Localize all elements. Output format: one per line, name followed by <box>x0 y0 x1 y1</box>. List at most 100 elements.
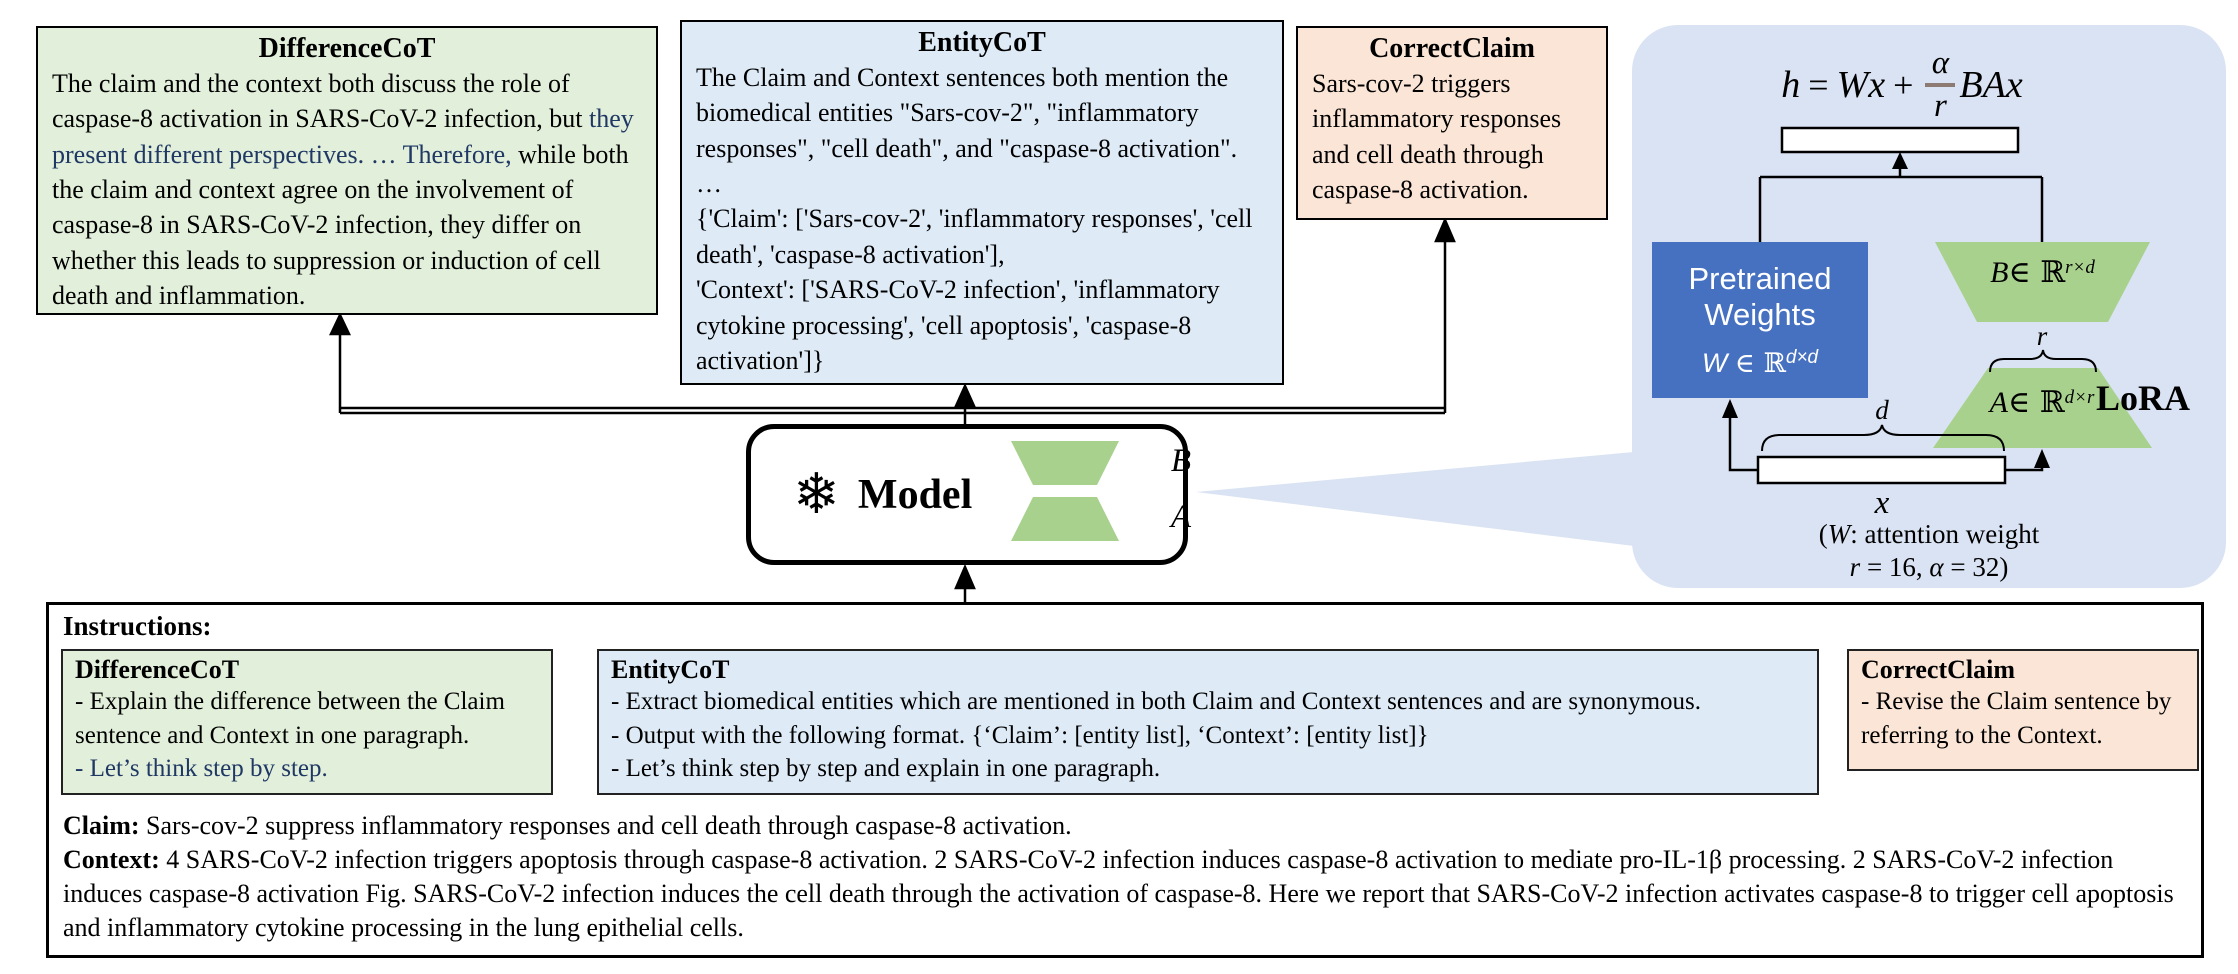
entity-cot-body: The Claim and Context sentences both men… <box>682 59 1282 384</box>
eq-bax: BAx <box>1959 64 2023 106</box>
arrow-to-output-bar <box>1892 152 1908 169</box>
b-sup: r×d <box>2065 256 2095 278</box>
model-box: ❄ Model B A <box>746 424 1191 565</box>
lora-panel: h = Wx + α r BAx Pretrained Weights W ∈ … <box>1632 25 2226 588</box>
difference-cot-title: DifferenceCoT <box>258 33 436 64</box>
difference-cot-box: DifferenceCoT The claim and the context … <box>36 26 658 315</box>
arrow-to-a-matrix <box>2034 449 2050 468</box>
input-vector-bar <box>1756 455 2007 485</box>
model-lora-adapters: B A <box>1007 439 1191 555</box>
eq-h: h <box>1781 64 1801 106</box>
claim-text: Sars-cov-2 suppress inflammatory respons… <box>146 811 1072 840</box>
correct-claim-instruction-box: CorrectClaim - Revise the Claim sentence… <box>1847 649 2199 771</box>
entity-cot-title: EntityCoT <box>918 27 1046 58</box>
b-matrix-label: B∈ ℝr×d <box>1935 255 2150 290</box>
w-member: ∈ ℝ <box>1734 348 1786 380</box>
b-member: ∈ ℝ <box>2008 255 2066 290</box>
snowflake-icon: ❄ <box>793 461 840 527</box>
correct-instruction-title: CorrectClaim <box>1861 655 2016 684</box>
arrow-to-pretrained <box>1722 399 1738 418</box>
entity-cot-instruction-box: EntityCoT - Extract biomedical entities … <box>597 649 1819 795</box>
lora-title: LoRA <box>2096 378 2191 418</box>
claim-label: Claim: <box>63 811 140 840</box>
claim-sentence: Claim: Sars-cov-2 suppress inflammatory … <box>63 809 2187 843</box>
arrow-to-entity-cot <box>954 382 976 424</box>
r-brace <box>1989 349 2097 373</box>
eq-r: r <box>1934 88 1947 124</box>
lora-caption-line1: (W: attention weight <box>1632 519 2226 550</box>
eq-fraction: α r <box>1925 45 1956 124</box>
model-label: Model <box>857 471 973 518</box>
model-b-label: B <box>1170 443 1192 479</box>
output-vector-bar <box>1780 126 2020 154</box>
a-sup: d×r <box>2064 386 2095 408</box>
entity-cot-line2: {'Claim': ['Sars-cov-2', 'inflammatory r… <box>696 204 1253 269</box>
entity-cot-line3: 'Context': ['SARS-CoV-2 infection', 'inf… <box>696 275 1220 375</box>
d-dimension-label: d <box>1875 395 1889 425</box>
pretrained-weights-box: Pretrained Weights W ∈ ℝd×d <box>1652 242 1868 398</box>
difference-instruction-line2: - Let’s think step by step. <box>75 755 328 782</box>
w-var: W <box>1701 348 1728 379</box>
lora-caption-line2: r = 16, α = 32) <box>1632 552 2226 583</box>
arrow-to-correct-claim <box>1434 216 1456 413</box>
caption-alpha-value: = 32) <box>1943 552 2009 582</box>
difference-cot-text-before: The claim and the context both discuss t… <box>52 69 590 134</box>
correct-claim-box: CorrectClaim Sars-cov-2 triggers inflamm… <box>1296 26 1608 220</box>
fraction-bar <box>1925 83 1956 87</box>
correct-claim-text: Sars-cov-2 triggers inflammatory respons… <box>1312 69 1562 205</box>
pretrained-line1: Pretrained <box>1688 260 1832 296</box>
difference-cot-text-highlighted: they present different perspectives. … T… <box>52 104 634 169</box>
entity-instruction-line3: - Let’s think step by step and explain i… <box>611 755 1161 782</box>
eq-plus: + <box>1893 65 1914 105</box>
entity-cot-ellipsis: … <box>696 169 722 199</box>
context-label: Context: <box>63 845 160 874</box>
caption-r-value: = 16, <box>1860 552 1930 582</box>
correct-claim-title: CorrectClaim <box>1369 33 1535 64</box>
entity-cot-line1: The Claim and Context sentences both men… <box>696 63 1238 163</box>
caption-w: W <box>1827 519 1851 549</box>
x-input-label: x <box>1874 485 1890 521</box>
difference-cot-body: The claim and the context both discuss t… <box>38 65 656 320</box>
caption-open-paren: ( <box>1818 519 1828 549</box>
model-b-trapezoid <box>1011 441 1119 485</box>
caption-rest: : attention weight <box>1850 519 2040 549</box>
correct-instruction-text: - Revise the Claim sentence by referring… <box>1861 688 2172 749</box>
instructions-panel: Instructions: DifferenceCoT - Explain th… <box>46 602 2204 958</box>
eq-equals: = <box>1808 65 1829 105</box>
b-var: B <box>1990 256 2009 289</box>
entity-instruction-line2: - Output with the following format. {‘Cl… <box>611 721 1429 749</box>
difference-cot-instruction-box: DifferenceCoT - Explain the difference b… <box>61 649 553 795</box>
entity-cot-box: EntityCoT The Claim and Context sentence… <box>680 20 1284 385</box>
difference-cot-text-after: while both the claim and context agree o… <box>52 139 629 311</box>
a-var: A <box>1989 386 2008 419</box>
caption-r: r <box>1849 552 1861 582</box>
arrow-to-difference-cot <box>329 312 351 413</box>
lora-diagram-shapes <box>1722 126 2152 485</box>
difference-instruction-line1: - Explain the difference between the Cla… <box>75 688 505 749</box>
model-a-label: A <box>1170 499 1192 535</box>
d-brace <box>1761 424 2005 452</box>
r-dimension-label: r <box>2036 321 2048 351</box>
caption-alpha: α <box>1929 552 1944 582</box>
a-member: ∈ ℝ <box>2007 385 2065 420</box>
difference-instruction-title: DifferenceCoT <box>75 655 240 684</box>
pretrained-line2: Weights <box>1704 296 1816 332</box>
arrow-instructions-to-model <box>954 563 976 603</box>
model-trapezoid-shapes <box>1011 441 1119 541</box>
callout-pointer <box>1196 452 1634 546</box>
model-a-trapezoid <box>1011 497 1119 541</box>
eq-wx: Wx <box>1836 64 1886 106</box>
eq-alpha: α <box>1931 45 1950 81</box>
entity-instruction-title: EntityCoT <box>611 655 730 684</box>
a-matrix-label: A∈ ℝd×r <box>1942 385 2142 420</box>
context-sentences: Context: 4 SARS-CoV-2 infection triggers… <box>63 843 2187 944</box>
w-dimension-formula: W ∈ ℝd×d <box>1701 347 1818 380</box>
entity-instruction-line1: - Extract biomedical entities which are … <box>611 688 1701 715</box>
instructions-label: Instructions: <box>63 611 212 641</box>
lora-equation: h = Wx + α r BAx <box>1702 47 2102 123</box>
b-matrix-trapezoid <box>1935 242 2150 322</box>
context-text: 4 SARS-CoV-2 infection triggers apoptosi… <box>63 845 2174 942</box>
a-matrix-trapezoid <box>1933 368 2152 448</box>
